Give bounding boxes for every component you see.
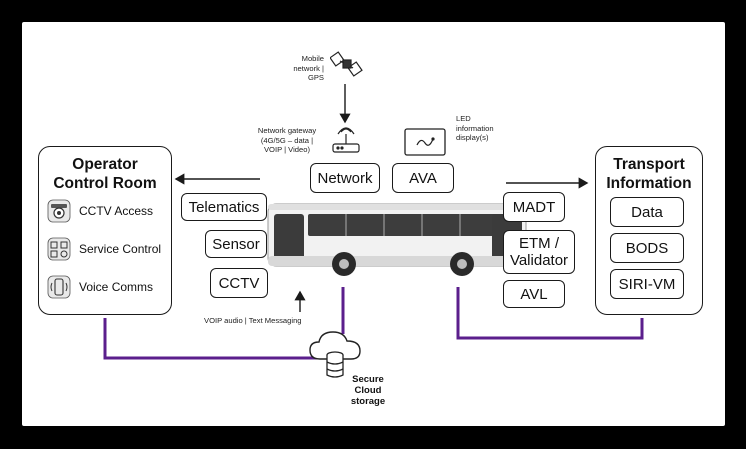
- madt-box: MADT: [503, 192, 565, 222]
- bus-graphic: [267, 203, 527, 276]
- telematics-box: Telematics: [181, 193, 267, 221]
- cloud-label-line1: Secure: [352, 374, 384, 385]
- operator-item-label: Service Control: [79, 242, 162, 256]
- led-display-icon: [404, 128, 446, 156]
- cloud-storage-label: Secure Cloud storage: [347, 374, 389, 407]
- transport-title-line2: Information: [606, 175, 692, 192]
- operator-item-service-control: Service Control: [47, 237, 161, 261]
- cctv-camera-icon: [47, 199, 71, 223]
- connector-layer: [103, 84, 644, 360]
- network-gateway-label: Network gateway (4G/5G – data | VOIP | V…: [246, 126, 328, 155]
- network-box: Network: [310, 163, 380, 193]
- ava-box: AVA: [392, 163, 454, 193]
- transport-item-bods: BODS: [610, 233, 684, 263]
- satellite-icon: [330, 51, 363, 77]
- purple-link-left: [103, 318, 324, 360]
- etm-label-line1: ETM /: [519, 235, 559, 252]
- operator-item-label: Voice Comms: [79, 280, 154, 294]
- cctv-box: CCTV: [210, 268, 268, 298]
- mobile-label-line1: Mobile: [301, 54, 324, 63]
- operator-title: Operator Control Room: [39, 155, 171, 193]
- transport-information-box: Transport Information Data BODS SIRI-VM: [595, 146, 703, 315]
- etm-validator-box: ETM / Validator: [503, 230, 575, 274]
- sensor-box: Sensor: [205, 230, 267, 258]
- gateway-label-line2: (4G/5G – data |: [260, 135, 314, 145]
- operator-title-line2: Control Room: [53, 175, 157, 192]
- led-label-line2: information: [456, 123, 494, 133]
- led-display-label: LED information display(s): [456, 114, 506, 143]
- cloud-label-line3: storage: [350, 396, 386, 407]
- operator-item-voice-comms: Voice Comms: [47, 275, 153, 299]
- operator-title-line1: Operator: [72, 156, 138, 173]
- operator-control-room-box: Operator Control Room CCTV Access Servic…: [38, 146, 172, 315]
- operator-item-cctv: CCTV Access: [47, 199, 153, 223]
- etm-label-line2: Validator: [509, 252, 569, 269]
- diagram-panel: Mobile network | GPS Network gateway (4G…: [22, 22, 725, 426]
- mobile-label-line2: network | GPS: [293, 63, 324, 83]
- transport-item-data: Data: [610, 197, 684, 227]
- mobile-network-label: Mobile network | GPS: [276, 54, 324, 83]
- operator-item-label: CCTV Access: [79, 204, 154, 218]
- cloud-storage-icon: [309, 331, 361, 378]
- gateway-label-line1: Network gateway: [257, 126, 317, 135]
- purple-link-right: [456, 287, 644, 340]
- cloud-label-line2: Cloud: [354, 385, 382, 396]
- transport-item-siri-vm: SIRI-VM: [610, 269, 684, 299]
- led-label-line1: LED: [456, 114, 471, 123]
- transport-title: Transport Information: [596, 155, 702, 193]
- transport-title-line1: Transport: [613, 156, 685, 173]
- router-icon: [332, 127, 360, 153]
- control-panel-icon: [47, 237, 71, 261]
- gateway-label-line3: VOIP | Video): [263, 145, 310, 154]
- phone-voice-icon: [47, 275, 71, 299]
- voip-label: VOIP audio | Text Messaging: [204, 316, 302, 325]
- led-label-line3: display(s): [456, 133, 489, 142]
- avl-box: AVL: [503, 280, 565, 308]
